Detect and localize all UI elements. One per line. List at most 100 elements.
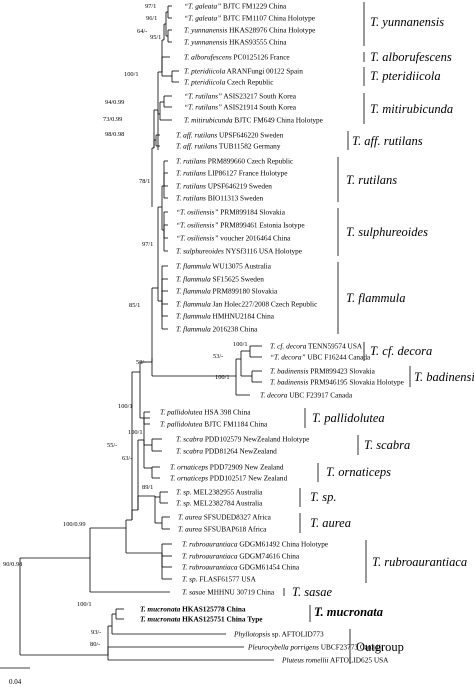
clade-label: T. mucronata xyxy=(314,605,383,619)
tip-species: T. mitirubicunda xyxy=(184,116,233,125)
clade-label: T. sp. xyxy=(310,490,337,504)
tip-species: T. flammula xyxy=(176,262,211,271)
clade-label: T. yunnanensis xyxy=(370,15,444,29)
tip-species: “T. rutilans” xyxy=(184,103,222,112)
support-value: 100/1 xyxy=(118,403,133,410)
support-value: 94/0.99 xyxy=(105,99,124,106)
support-values: 97/196/164/-95/1100/194/0.9973/0.9998/0.… xyxy=(3,3,248,648)
tip-voucher: GDGM74616 China xyxy=(238,552,300,561)
tip-species: T. sulphureoides xyxy=(176,247,224,256)
tip-species: Phyllotopsis xyxy=(233,630,270,639)
tip-label: T. sp. MEL2382955 Australia xyxy=(176,488,263,497)
tip-species: T. rutilans xyxy=(176,182,206,191)
tip-species: T. pteridiicola xyxy=(184,78,226,87)
tip-voucher: BJTC FM1107 China Holotype xyxy=(221,14,315,23)
scale-bar-label: 0.04 xyxy=(9,678,22,686)
tip-species: T. aff. rutilans xyxy=(176,142,217,151)
tip-label: T. alborufescens PC0125126 France xyxy=(184,53,290,62)
tip-label: T. yunnanensis HKAS93555 China xyxy=(184,38,287,47)
support-value: 96/1 xyxy=(146,15,157,22)
tip-species: T. scabra xyxy=(176,435,203,444)
tip-species: T. rubroaurantiaca xyxy=(182,540,238,549)
tip-label: T. rubroaurantiaca GDGM74616 China xyxy=(182,552,300,561)
clade-label: T. rubroaurantiaca xyxy=(372,555,467,569)
support-value: 97/1 xyxy=(142,241,153,248)
tip-label: T. aurea SFSUBAP618 Africa xyxy=(178,525,267,534)
tip-species: T. ornaticeps xyxy=(170,463,208,472)
support-value: 53/- xyxy=(213,353,223,360)
tip-voucher: MEL2382955 Australia xyxy=(191,488,263,497)
tip-species: T. sp. xyxy=(182,575,198,584)
tip-species: “T. osiliensis” xyxy=(176,234,218,243)
tip-voucher: TENN59574 USA xyxy=(306,342,363,351)
clade-label: T. mitirubicunda xyxy=(370,102,453,116)
tip-species: T. yunnanensis xyxy=(184,26,227,35)
clade-label: T. alborufescens xyxy=(370,50,452,64)
clade-label: T. rutilans xyxy=(346,173,397,187)
tip-label: T. sp. MEL2382784 Australia xyxy=(176,499,263,508)
clade-label: T. flammula xyxy=(346,291,406,305)
tip-voucher: PDD72909 New Zealand xyxy=(208,463,284,472)
tip-label: T. mucronata HKAS125751 China Type xyxy=(140,615,263,624)
tip-label: T. aurea SFSUDED8327 Africa xyxy=(178,513,272,522)
tip-species: T. mucronata xyxy=(140,605,181,614)
tip-voucher: PRM899423 Slovakia xyxy=(308,367,375,376)
support-value: 89/1 xyxy=(142,484,153,491)
support-value: 93/- xyxy=(91,629,101,636)
clade-label: Outgroup xyxy=(356,640,404,654)
tip-label: T. decora UBC F23917 Canada xyxy=(260,391,353,400)
tip-label: T. sulphureoides NYSf3116 USA Holotype xyxy=(176,247,302,256)
tip-voucher: voucher 2016464 China xyxy=(218,234,291,243)
tip-voucher: PDD102579 NewZealand Holotype xyxy=(203,435,309,444)
tip-voucher: PDD81264 NewZealand xyxy=(203,447,277,456)
tip-label: “T. decora” UBC F16244 Canada xyxy=(270,353,371,362)
tip-species: T. pallidolutea xyxy=(160,408,203,417)
clade-label: T. sulphureoides xyxy=(346,225,428,239)
support-value: 64/- xyxy=(137,28,147,35)
tip-voucher: PRM899180 Slovakia xyxy=(211,287,278,296)
clade-label: T. badinensis xyxy=(414,370,474,384)
support-value: 63/- xyxy=(122,455,132,462)
tip-voucher: NYSf3116 USA Holotype xyxy=(224,247,302,256)
tip-voucher: HSA 398 China xyxy=(202,408,251,417)
tip-voucher: PRM899660 Czech Republic xyxy=(206,157,294,166)
tip-voucher: WU13075 Australia xyxy=(211,262,272,271)
tip-label: Phyllotopsis sp. AFTOLID773 xyxy=(233,630,324,639)
tip-species: T. ornaticeps xyxy=(170,474,208,483)
support-value: 100/1 xyxy=(128,429,143,436)
clade-label: T. ornaticeps xyxy=(326,465,391,479)
support-value: 95/1 xyxy=(150,34,161,41)
tip-species: T. rubroaurantiaca xyxy=(182,552,238,561)
tip-label: T. flammula Jan Holec227/2008 Czech Repu… xyxy=(176,300,318,309)
tip-species: “T. osiliensis” xyxy=(176,208,218,217)
tip-voucher: HKAS125751 China Type xyxy=(180,615,263,624)
tip-label: T. pteridiicola Czech Republic xyxy=(184,78,274,87)
tip-voucher: GDGM61492 China Holotype xyxy=(238,540,329,549)
tip-voucher: HMHNU2184 China xyxy=(211,312,275,321)
tip-species: T. pallidolutea xyxy=(160,420,203,429)
support-value: 100/1 xyxy=(233,341,248,348)
tip-voucher: FLASF61577 USA xyxy=(197,575,256,584)
tip-labels: “T. galeata” BJTC FM1229 China“T. galeat… xyxy=(140,2,404,665)
tip-voucher: 2016238 China xyxy=(211,325,258,334)
tip-species: T. aurea xyxy=(178,525,202,534)
support-value: 85/1 xyxy=(129,302,140,309)
tip-voucher: UBC F16244 Canada xyxy=(306,353,371,362)
tip-voucher: TUB11582 Germany xyxy=(217,142,281,151)
tip-voucher: SFSUBAP618 Africa xyxy=(202,525,267,534)
tip-label: “T. osiliensis” PRM899461 Estonia Isotyp… xyxy=(176,221,305,230)
support-value: 100/0.99 xyxy=(63,521,86,528)
tip-label: T. pallidolutea BJTC FM1184 China xyxy=(160,420,268,429)
tip-species: T. sp. xyxy=(176,499,192,508)
support-value: 55/- xyxy=(107,442,117,449)
tip-species: “T. osiliensis” xyxy=(176,221,218,230)
scale-bar: 0.04 xyxy=(0,667,30,686)
tip-species: T. aff. rutilans xyxy=(176,131,217,140)
tip-species: “T. galeata” xyxy=(184,14,221,23)
tip-species: T. rutilans xyxy=(176,194,206,203)
tip-voucher: MEL2382784 Australia xyxy=(191,499,263,508)
tip-species: T. badinensis xyxy=(270,367,309,376)
tip-label: T. mucronata HKAS125778 China xyxy=(140,605,246,614)
